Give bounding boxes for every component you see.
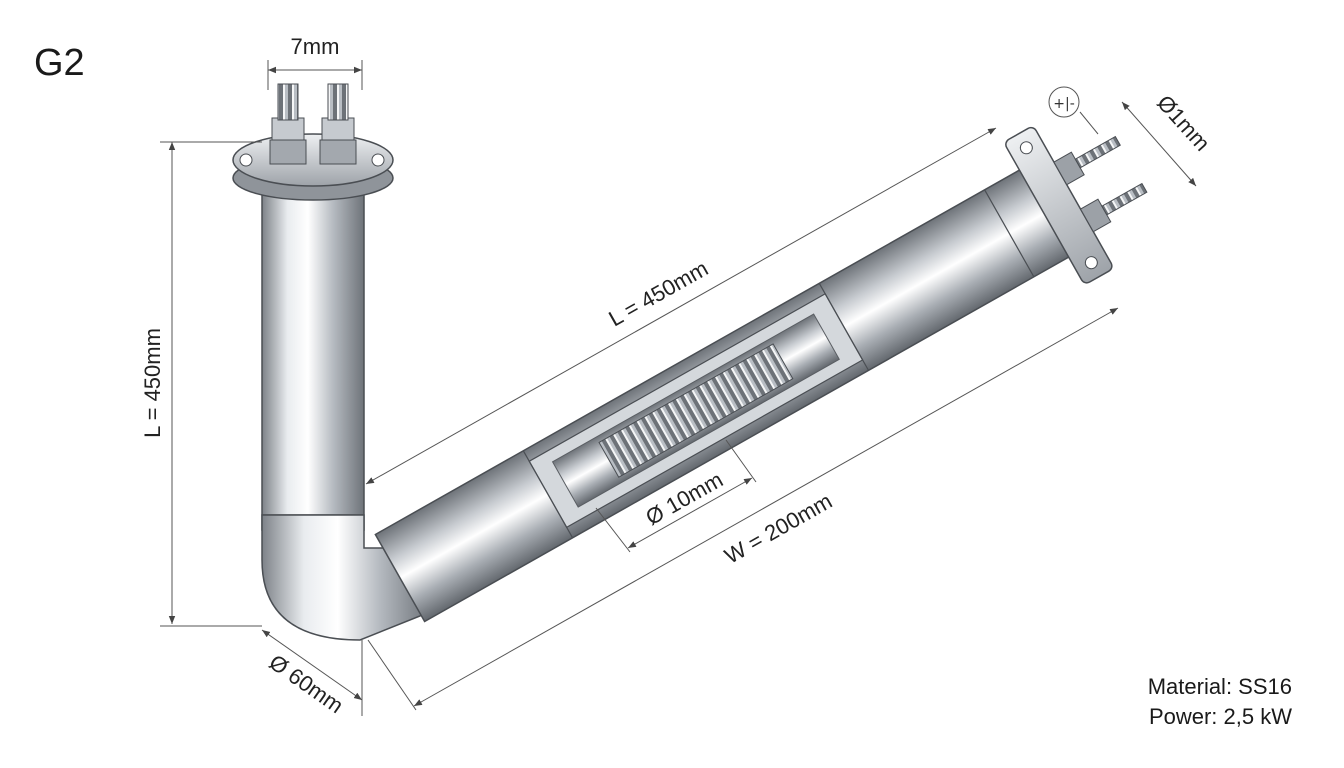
- top-terminal-left: [269, 83, 307, 165]
- dim-tube-diameter: Ø 60mm: [261, 629, 363, 718]
- spec-block: Material: SS16 Power: 2,5 kW: [1148, 672, 1292, 732]
- end-flange: [1005, 126, 1148, 284]
- end-terminal: [1053, 135, 1148, 233]
- vertical-tube: [261, 189, 365, 531]
- polarity-icon: [1048, 86, 1080, 118]
- tube-diameter-label: Ø 60mm: [265, 649, 348, 718]
- top-flange: [232, 133, 394, 201]
- dim-vertical-length: L = 450mm: [140, 141, 262, 627]
- terminal-diameter-label: Ø1mm: [1152, 90, 1215, 156]
- power-spec: Power: 2,5 kW: [1148, 704, 1292, 729]
- dim-terminal-spacing: 7mm: [267, 34, 363, 90]
- horizontal-length-label: L = 450mm: [604, 256, 712, 332]
- vertical-length-label: L = 450mm: [140, 328, 165, 438]
- polarity-symbol: +|-: [1053, 96, 1075, 112]
- material-spec: Material: SS16: [1147, 674, 1292, 699]
- terminal-spacing-label: 7mm: [291, 34, 340, 59]
- top-terminal-right: [319, 83, 357, 165]
- drawing-label: G2: [34, 42, 85, 84]
- horizontal-tube: [374, 126, 1148, 623]
